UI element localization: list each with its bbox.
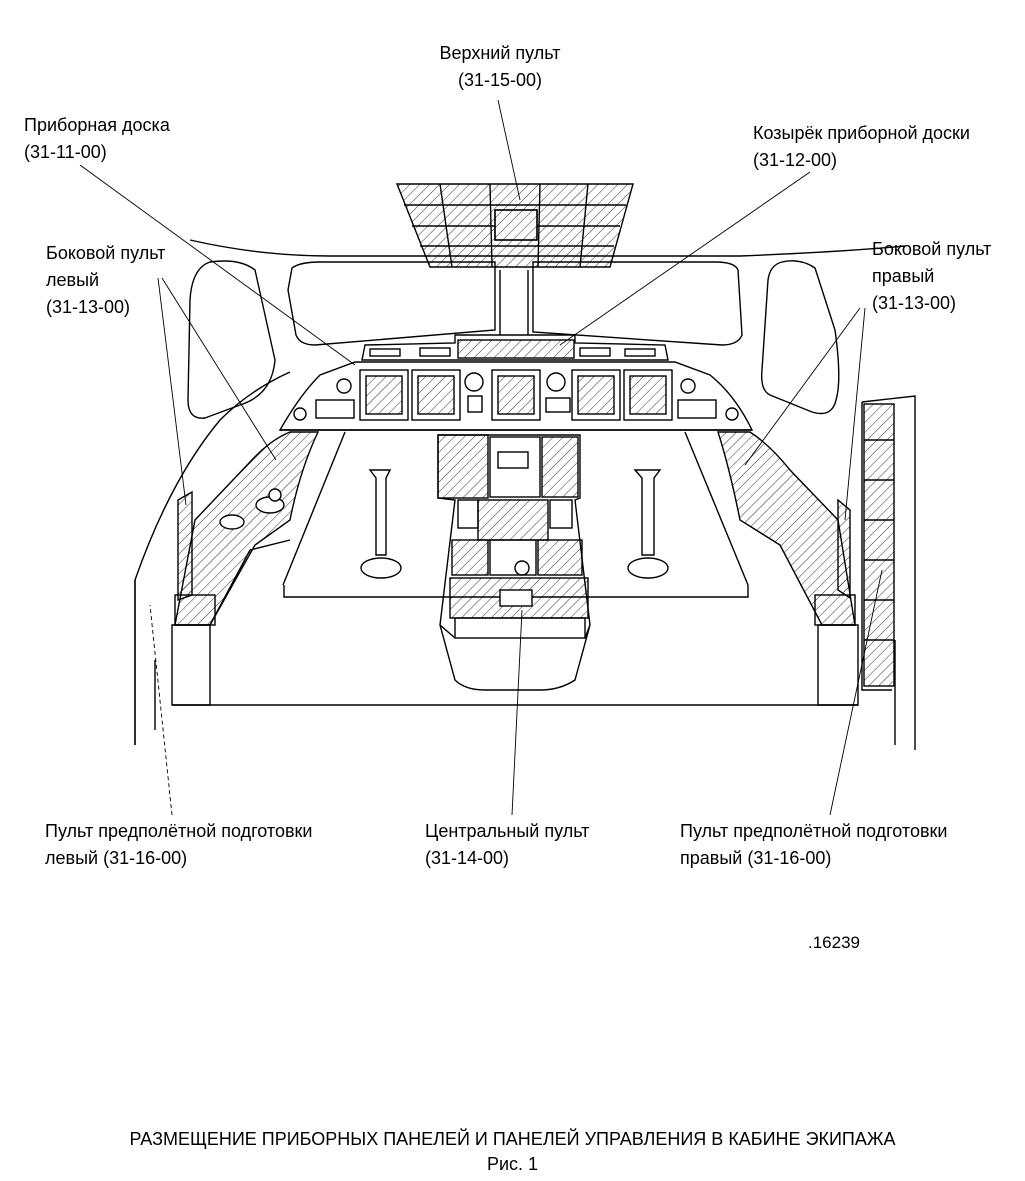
- right-side-console: [717, 431, 859, 706]
- label-side-left-code: (31-13-00): [46, 297, 131, 317]
- left-control-column: [360, 469, 402, 579]
- left-side-window: [187, 260, 276, 419]
- left-canopy-frame: [134, 371, 291, 745]
- right-preflight-console: [837, 395, 916, 750]
- right-front-window: [532, 261, 743, 346]
- overhead-panel: [395, 183, 634, 268]
- label-side-right-line2: правый: [872, 266, 935, 286]
- label-center-console: Центральный пульт (31-14-00): [425, 818, 589, 872]
- glareshield: [361, 334, 669, 361]
- label-preflight-right-line1: Пульт предполётной подготовки: [680, 821, 948, 841]
- leader-instrument-panel: [79, 164, 356, 366]
- instrument-panel: [278, 361, 754, 431]
- label-preflight-left-line2: левый (31-16-00): [45, 848, 188, 868]
- left-side-console: [171, 431, 320, 706]
- label-glareshield-name: Козырёк приборной доски: [753, 123, 970, 143]
- window-pillar: [499, 270, 529, 335]
- label-instrument-panel-code: (31-11-00): [24, 142, 107, 162]
- label-instrument-panel: Приборная доска (31-11-00): [24, 112, 170, 166]
- label-glareshield-code: (31-12-00): [753, 150, 838, 170]
- leader-side-right-a: [844, 307, 866, 521]
- label-overhead-panel: Верхний пульт (31-15-00): [430, 40, 570, 94]
- right-control-column: [627, 469, 669, 579]
- leader-glareshield: [559, 171, 811, 346]
- label-side-left-line1: Боковой пульт: [46, 243, 166, 263]
- label-side-right-line1: Боковой пульт: [872, 239, 992, 259]
- center-console: [437, 434, 591, 691]
- label-instrument-panel-name: Приборная доска: [24, 115, 170, 135]
- figure-caption-number: Рис. 1: [486, 1154, 539, 1174]
- figure-caption-title: РАЗМЕЩЕНИЕ ПРИБОРНЫХ ПАНЕЛЕЙ И ПАНЕЛЕЙ У…: [129, 1129, 896, 1149]
- left-front-window: [287, 261, 496, 346]
- label-preflight-left-line1: Пульт предполётной подготовки: [45, 821, 313, 841]
- label-side-right-code: (31-13-00): [872, 293, 957, 313]
- left-lower-wall: [134, 580, 156, 745]
- label-center-console-name: Центральный пульт: [425, 821, 590, 841]
- label-overhead-name: Верхний пульт: [439, 43, 561, 63]
- left-preflight-console: [177, 490, 193, 601]
- label-overhead-code: (31-15-00): [457, 70, 543, 90]
- label-preflight-left: Пульт предполётной подготовки левый (31-…: [45, 818, 312, 872]
- leader-side-right-b: [744, 307, 861, 466]
- right-side-window: [760, 260, 840, 415]
- leader-side-left-a: [157, 277, 187, 506]
- label-side-left-line2: левый: [46, 270, 100, 290]
- label-side-console-left: Боковой пульт левый (31-13-00): [46, 240, 165, 321]
- leader-preflight-right: [829, 569, 883, 816]
- leader-preflight-left: [149, 604, 173, 816]
- label-center-console-code: (31-14-00): [425, 848, 510, 868]
- leader-center-console: [511, 609, 523, 816]
- leader-overhead: [497, 99, 521, 201]
- label-preflight-right-line2: правый (31-16-00): [680, 848, 832, 868]
- label-side-console-right: Боковой пульт правый (31-13-00): [872, 236, 991, 317]
- right-floor-edge: [684, 431, 749, 586]
- leader-side-left-b: [161, 277, 277, 461]
- figure-reference-number: .16239: [808, 933, 860, 952]
- label-preflight-right: Пульт предполётной подготовки правый (31…: [680, 818, 947, 872]
- label-glareshield: Козырёк приборной доски (31-12-00): [753, 120, 970, 174]
- left-floor-edge: [282, 431, 346, 586]
- ceiling-line: [189, 239, 906, 257]
